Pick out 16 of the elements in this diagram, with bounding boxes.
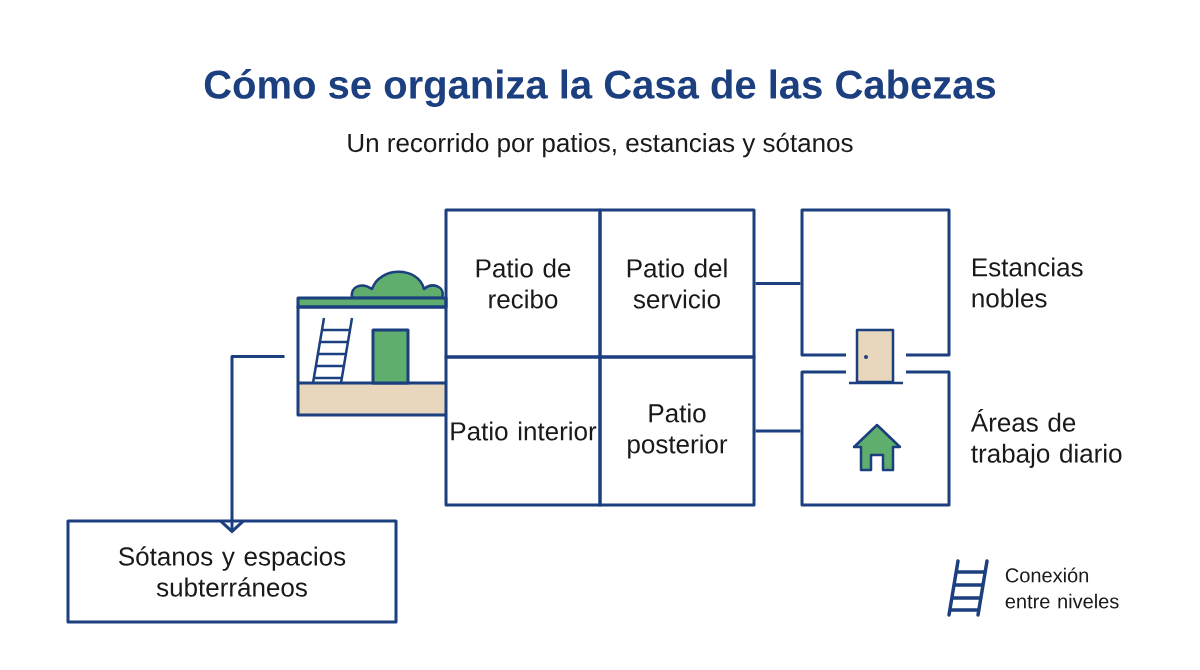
room-label: Estancias nobles bbox=[972, 257, 1083, 308]
patio-cell: Patio de recibo bbox=[444, 208, 602, 359]
patio-cell: Patio interior bbox=[444, 355, 602, 507]
subtitle: Un recorrido por patios, estancias y sótanos bbox=[348, 132, 853, 158]
legend-label: Conexión entre niveles bbox=[1005, 567, 1119, 609]
basement-box: Sótanos y espacios subterráneos bbox=[66, 519, 398, 624]
room-box bbox=[800, 208, 951, 357]
building-drawing bbox=[296, 270, 448, 417]
room-label: Áreas de trabajo diario bbox=[970, 409, 1122, 468]
connector-line bbox=[755, 429, 801, 433]
patio-cell: Patio del servicio bbox=[598, 208, 756, 359]
title: Cómo se organiza la Casa de las Cabezas bbox=[204, 69, 996, 107]
arrow bbox=[220, 355, 285, 534]
connector-line bbox=[755, 282, 801, 285]
room-box bbox=[800, 370, 951, 507]
patio-cell: Patio posterior bbox=[598, 355, 756, 507]
